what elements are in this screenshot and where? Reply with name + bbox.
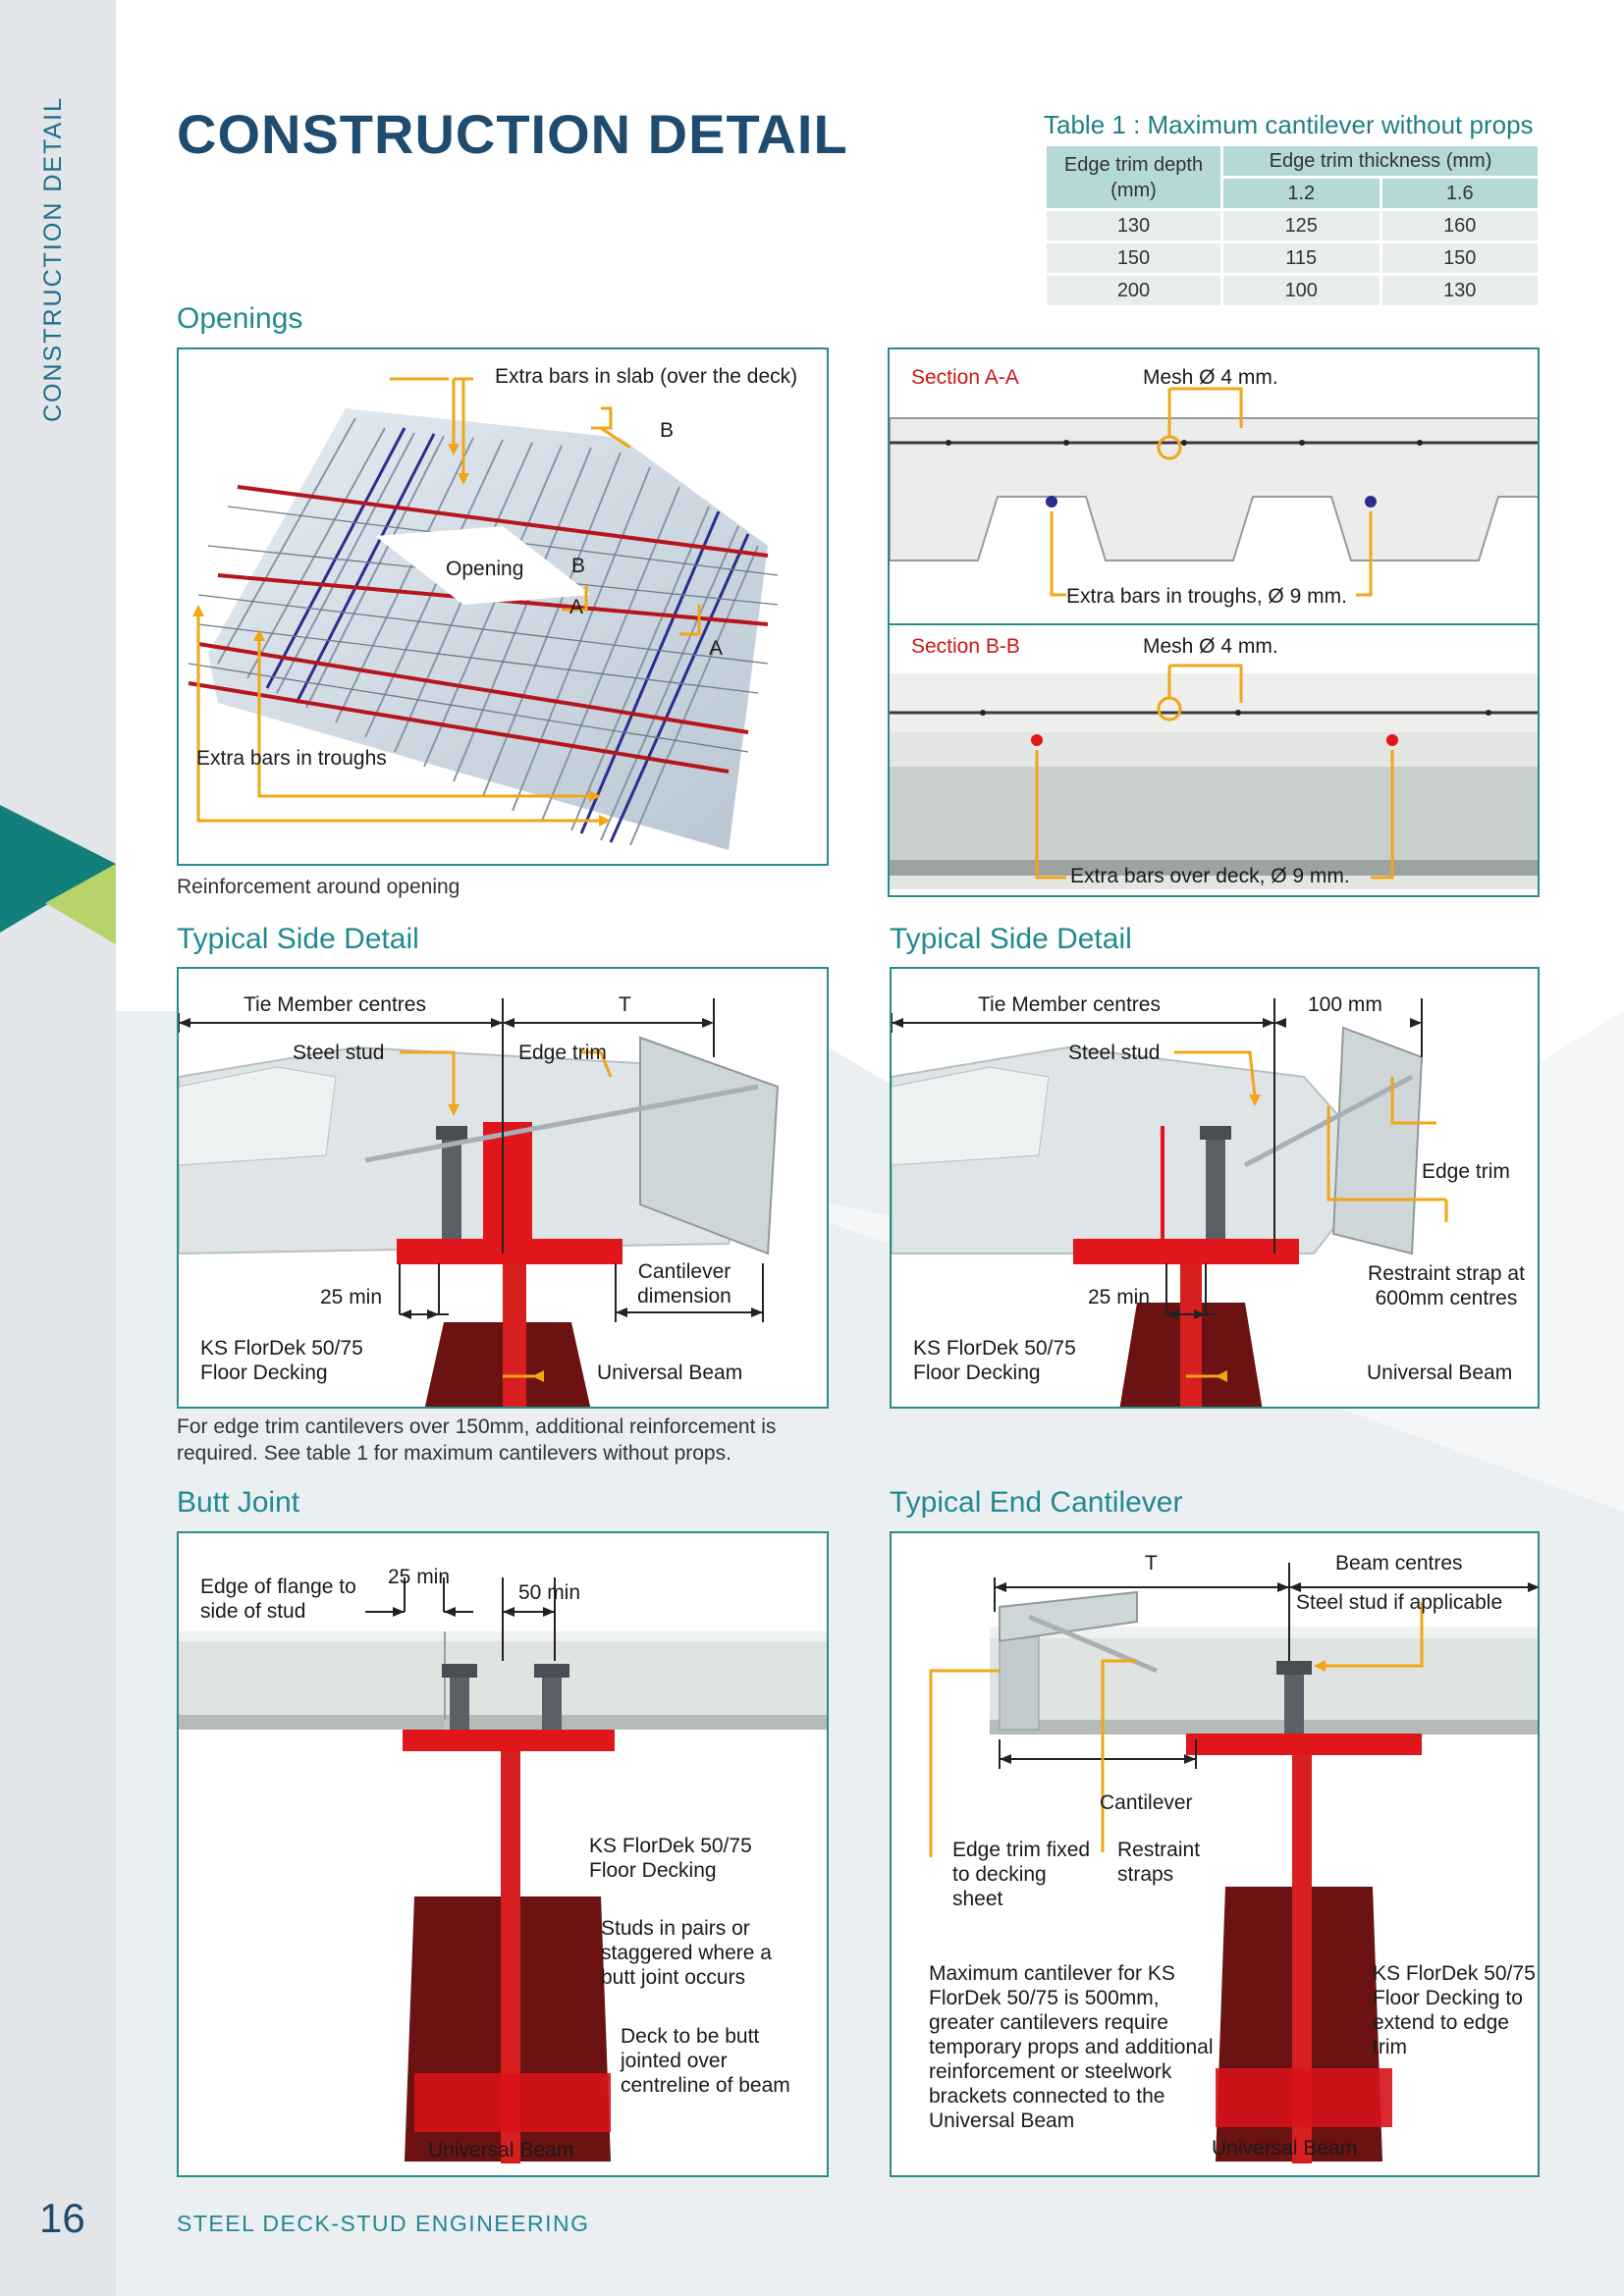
label-floor-decking: KS FlorDek 50/75 Floor Decking [200, 1337, 363, 1384]
label-beam-centres: Beam centres [1335, 1552, 1463, 1575]
label-steel-stud: Steel stud [1068, 1041, 1161, 1064]
label-floor-decking: KS FlorDek 50/75 Floor Decking to extend… [1373, 1962, 1536, 2058]
side-detail-left-diagram: Tie Member centres T Steel stud Edge tri… [177, 967, 829, 1409]
table-header-thickness: Edge trim thickness (mm) [1220, 143, 1541, 179]
label-section-b-top: B [660, 419, 675, 442]
label-100mm: 100 mm [1308, 993, 1382, 1016]
end-cantilever-illustration [929, 1563, 1538, 2163]
label-steel-stud: Steel stud [293, 1041, 385, 1064]
side-detail-right-illustration [892, 998, 1448, 1407]
table-row: 150 115 150 [1044, 240, 1541, 276]
label-extra-bars-slab: Extra bars in slab (over the deck) [495, 365, 798, 388]
label-universal-beam: Universal Beam [597, 1362, 743, 1384]
table-cell: 150 [1044, 240, 1223, 276]
table-cell: 125 [1220, 208, 1382, 243]
table-header-thickness-1: 1.2 [1220, 176, 1382, 211]
table-header-thickness-2: 1.6 [1379, 176, 1541, 211]
section-bb-title: Section B-B [911, 635, 1020, 658]
label-extra-bars-troughs: Extra bars in troughs [196, 747, 387, 770]
label-edge-trim: Edge trim [518, 1041, 607, 1064]
side-detail-right-diagram: Tie Member centres 100 mm Steel stud Edg… [890, 967, 1540, 1409]
side-detail-right-heading: Typical Side Detail [890, 923, 1132, 955]
sidebar-section-label: CONSTRUCTION DETAIL [39, 96, 67, 422]
label-25-min: 25 min [320, 1286, 383, 1308]
label-tie-member: Tie Member centres [978, 993, 1161, 1016]
sections-diagram: Section A-A Mesh Ø 4 mm. Extra bars in t… [888, 347, 1540, 897]
table-cell: 160 [1379, 208, 1541, 243]
side-detail-note: For edge trim cantilevers over 150mm, ad… [177, 1415, 777, 1465]
label-restraint-strap: Restraint strap at 600mm centres [1368, 1262, 1525, 1309]
table-caption: Table 1 : Maximum cantilever without pro… [1044, 110, 1534, 139]
label-t: T [1145, 1552, 1158, 1575]
table-cell: 115 [1220, 240, 1382, 276]
table-row: 130 125 160 [1044, 208, 1541, 243]
label-edge-trim: Edge trim [1422, 1160, 1510, 1183]
table-cell: 130 [1379, 273, 1541, 308]
label-studs-pairs: Studs in pairs or staggered where a butt… [601, 1917, 772, 1989]
label-section-a-right: A [709, 637, 724, 660]
butt-joint-illustration [179, 1577, 827, 2163]
openings-caption: Reinforcement around opening [177, 876, 460, 898]
footer-company: STEEL DECK-STUD ENGINEERING [177, 2211, 590, 2236]
label-deck-butt: Deck to be butt jointed over centreline … [621, 2025, 790, 2097]
table-cell: 100 [1220, 273, 1382, 308]
label-section-b-mid: B [571, 555, 586, 577]
cantilever-table: Edge trim depth (mm) Edge trim thickness… [1044, 143, 1541, 308]
label-restraint-straps: Restraint straps [1117, 1839, 1201, 1886]
butt-joint-diagram: Edge of flange to side of stud 25 min 50… [177, 1531, 829, 2177]
label-t: T [619, 993, 631, 1016]
section-bb-extra: Extra bars over deck, Ø 9 mm. [1070, 865, 1350, 887]
label-25-min: 25 min [388, 1566, 451, 1588]
openings-illustration [188, 377, 779, 850]
openings-diagram: Extra bars in slab (over the deck) B Ope… [177, 347, 829, 866]
end-cantilever-diagram: T Beam centres Steel stud if applicable … [890, 1531, 1540, 2177]
label-section-a-mid: A [569, 596, 584, 618]
table-header-depth: Edge trim depth (mm) [1044, 143, 1223, 211]
butt-joint-heading: Butt Joint [177, 1486, 300, 1519]
label-25-min: 25 min [1088, 1286, 1151, 1308]
section-aa-mesh: Mesh Ø 4 mm. [1143, 366, 1278, 389]
label-tie-member: Tie Member centres [244, 993, 426, 1016]
label-opening: Opening [446, 558, 524, 580]
label-universal-beam: Universal Beam [1367, 1362, 1513, 1384]
label-max-cantilever: Maximum cantilever for KS FlorDek 50/75 … [929, 1962, 1214, 2132]
page-title: CONSTRUCTION DETAIL [177, 103, 848, 165]
label-universal-beam: Universal Beam [1212, 2137, 1358, 2160]
table-cell: 150 [1379, 240, 1541, 276]
table-row: 200 100 130 [1044, 273, 1541, 308]
table-cell: 200 [1044, 273, 1223, 308]
section-bb-mesh: Mesh Ø 4 mm. [1143, 635, 1278, 658]
label-edge-trim-fixed: Edge trim fixed to decking sheet [952, 1839, 1091, 1910]
side-detail-left-illustration [179, 998, 780, 1407]
end-cantilever-heading: Typical End Cantilever [890, 1486, 1183, 1519]
label-edge-flange: Edge of flange to side of stud [200, 1575, 356, 1623]
label-cantilever: Cantilever [1100, 1791, 1193, 1814]
sections-illustration [890, 387, 1538, 889]
openings-heading: Openings [177, 302, 303, 335]
label-universal-beam: Universal Beam [428, 2139, 574, 2162]
side-detail-left-heading: Typical Side Detail [177, 923, 419, 955]
section-aa-extra: Extra bars in troughs, Ø 9 mm. [1066, 585, 1347, 608]
label-steel-stud: Steel stud if applicable [1296, 1591, 1503, 1614]
label-50-min: 50 min [518, 1581, 581, 1604]
label-floor-decking: KS FlorDek 50/75 Floor Decking [589, 1835, 752, 1882]
section-aa-title: Section A-A [911, 366, 1019, 389]
label-floor-decking: KS FlorDek 50/75 Floor Decking [913, 1337, 1076, 1384]
table-cell: 130 [1044, 208, 1223, 243]
page-number: 16 [39, 2195, 85, 2241]
label-cantilever-dimension: Cantilever dimension [637, 1260, 731, 1308]
